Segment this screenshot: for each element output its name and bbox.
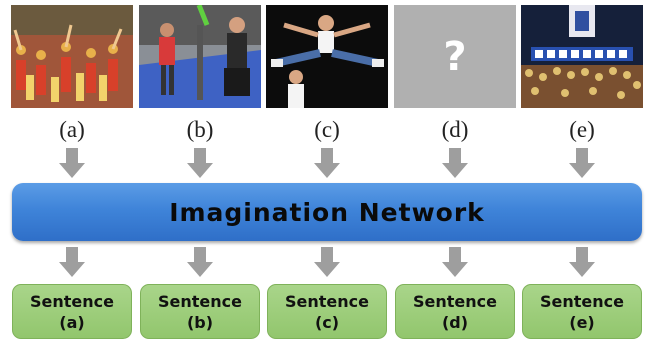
imagination-network-block: Imagination Network xyxy=(12,183,642,241)
down-arrow-icon xyxy=(59,148,85,178)
sentence-box-letter: (d) xyxy=(441,312,469,332)
sentence-box-letter: (b) xyxy=(186,312,214,332)
down-arrow-icon xyxy=(569,247,595,277)
sentence-box-b: Sentence (b) xyxy=(140,284,260,339)
sentence-box-letter: (a) xyxy=(59,312,85,332)
down-arrow-icon xyxy=(187,247,213,277)
image-label-b: (b) xyxy=(186,117,214,142)
image-label-a: (a) xyxy=(59,117,85,142)
sentence-box-title: Sentence xyxy=(285,291,369,311)
sentence-box-a: Sentence (a) xyxy=(12,284,132,339)
image-a-crowd-dancing xyxy=(11,5,133,108)
image-label-c: (c) xyxy=(314,117,340,142)
question-mark-icon: ? xyxy=(443,33,467,80)
down-arrow-icon xyxy=(59,247,85,277)
image-c-cheerleader-jump xyxy=(266,5,388,108)
image-b-dancers xyxy=(139,5,261,108)
sentence-box-e: Sentence (e) xyxy=(522,284,642,339)
sentence-box-d: Sentence (d) xyxy=(395,284,515,339)
down-arrow-icon xyxy=(314,247,340,277)
sentence-box-title: Sentence xyxy=(413,291,497,311)
sentence-box-title: Sentence xyxy=(158,291,242,311)
sentence-box-letter: (c) xyxy=(314,312,340,332)
image-label-e: (e) xyxy=(569,117,595,142)
sentence-box-letter: (e) xyxy=(569,312,595,332)
network-label: Imagination Network xyxy=(169,197,485,227)
image-label-d: (d) xyxy=(441,117,469,142)
down-arrow-icon xyxy=(569,148,595,178)
sentence-box-title: Sentence xyxy=(540,291,624,311)
down-arrow-icon xyxy=(187,148,213,178)
image-e-rally-crowd xyxy=(521,5,643,108)
down-arrow-icon xyxy=(442,148,468,178)
sentence-box-c: Sentence (c) xyxy=(267,284,387,339)
down-arrow-icon xyxy=(314,148,340,178)
image-d-unknown-placeholder: ? xyxy=(394,5,516,108)
down-arrow-icon xyxy=(442,247,468,277)
sentence-box-title: Sentence xyxy=(30,291,114,311)
